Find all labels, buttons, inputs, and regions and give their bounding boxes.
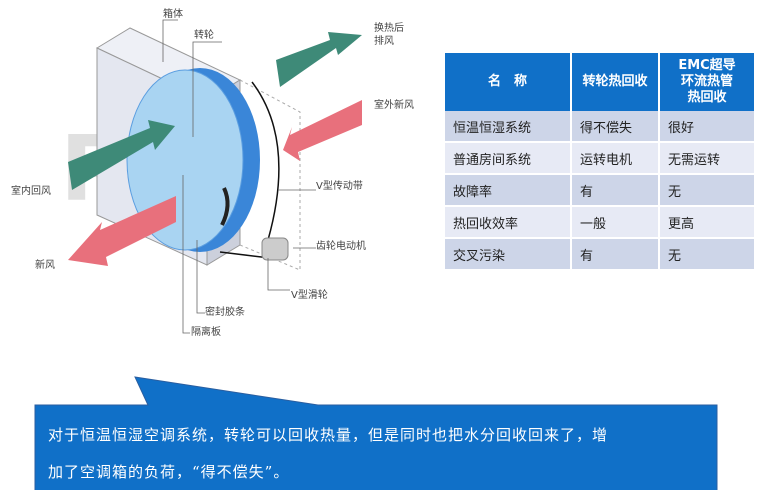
cell: 更高 <box>659 206 756 239</box>
cell: 交叉污染 <box>445 238 572 271</box>
label-gear-motor: 齿轮电动机 <box>316 239 366 252</box>
header-rotary: 转轮热回收 <box>571 53 660 111</box>
label-v-belt: V型传动带 <box>316 179 363 192</box>
label-partition: 隔离板 <box>191 325 221 338</box>
cell: 得不偿失 <box>571 111 660 143</box>
cell: 运转电机 <box>571 142 660 175</box>
cell: 一般 <box>571 206 660 239</box>
label-seal-strip: 密封胶条 <box>205 305 245 318</box>
rotation-arrow-icon <box>220 187 230 226</box>
cell: 无 <box>659 238 756 271</box>
fresh-air-arrow <box>68 196 176 266</box>
gear-motor <box>261 237 289 261</box>
rotary-wheel-diagram: PAC 箱体 转轮 换热后 排风 室外新风 室内回风 V型传动带 齿轮电动机 新… <box>11 7 414 338</box>
cell: 很好 <box>659 111 756 143</box>
comparison-table: 名 称 转轮热回收 EMC超导环流热管热回收 恒温恒湿系统得不偿失很好 普通房间… <box>445 53 756 271</box>
label-exhaust-2: 排风 <box>374 34 394 47</box>
cell: 无需运转 <box>659 142 756 175</box>
cell: 故障率 <box>445 174 572 207</box>
table-row: 故障率有无 <box>445 174 756 207</box>
header-name: 名 称 <box>445 53 572 111</box>
v-belt <box>251 81 280 241</box>
label-fresh-air: 新风 <box>35 258 55 271</box>
cell: 普通房间系统 <box>445 142 572 175</box>
table-header-row: 名 称 转轮热回收 EMC超导环流热管热回收 <box>445 53 756 111</box>
label-casing: 箱体 <box>163 7 183 20</box>
table-row: 普通房间系统运转电机无需运转 <box>445 142 756 175</box>
cell: 有 <box>571 238 660 271</box>
callout-line-2: 加了空调箱的负荷，“得不偿失”。 <box>48 463 290 481</box>
label-indoor-return: 室内回风 <box>11 184 51 197</box>
table-row: 交叉污染有无 <box>445 238 756 271</box>
cell: 有 <box>571 174 660 207</box>
label-wheel: 转轮 <box>194 28 214 41</box>
outdoor-air-arrow <box>283 100 362 161</box>
table-row: 恒温恒湿系统得不偿失很好 <box>445 111 756 143</box>
table-row: 热回收效率一般更高 <box>445 206 756 239</box>
cell: 热回收效率 <box>445 206 572 239</box>
return-air-arrow <box>68 120 175 190</box>
label-v-pulley: V型滑轮 <box>291 288 328 301</box>
exhaust-arrow <box>276 32 362 87</box>
label-exhaust-1: 换热后 <box>374 21 404 34</box>
header-emc: EMC超导环流热管热回收 <box>659 53 756 111</box>
label-outdoor-air: 室外新风 <box>374 98 414 111</box>
callout-line-1: 对于恒温恒湿空调系统，转轮可以回收热量，但是同时也把水分回收回来了，增 <box>48 426 609 444</box>
cell: 无 <box>659 174 756 207</box>
cell: 恒温恒湿系统 <box>445 111 572 143</box>
